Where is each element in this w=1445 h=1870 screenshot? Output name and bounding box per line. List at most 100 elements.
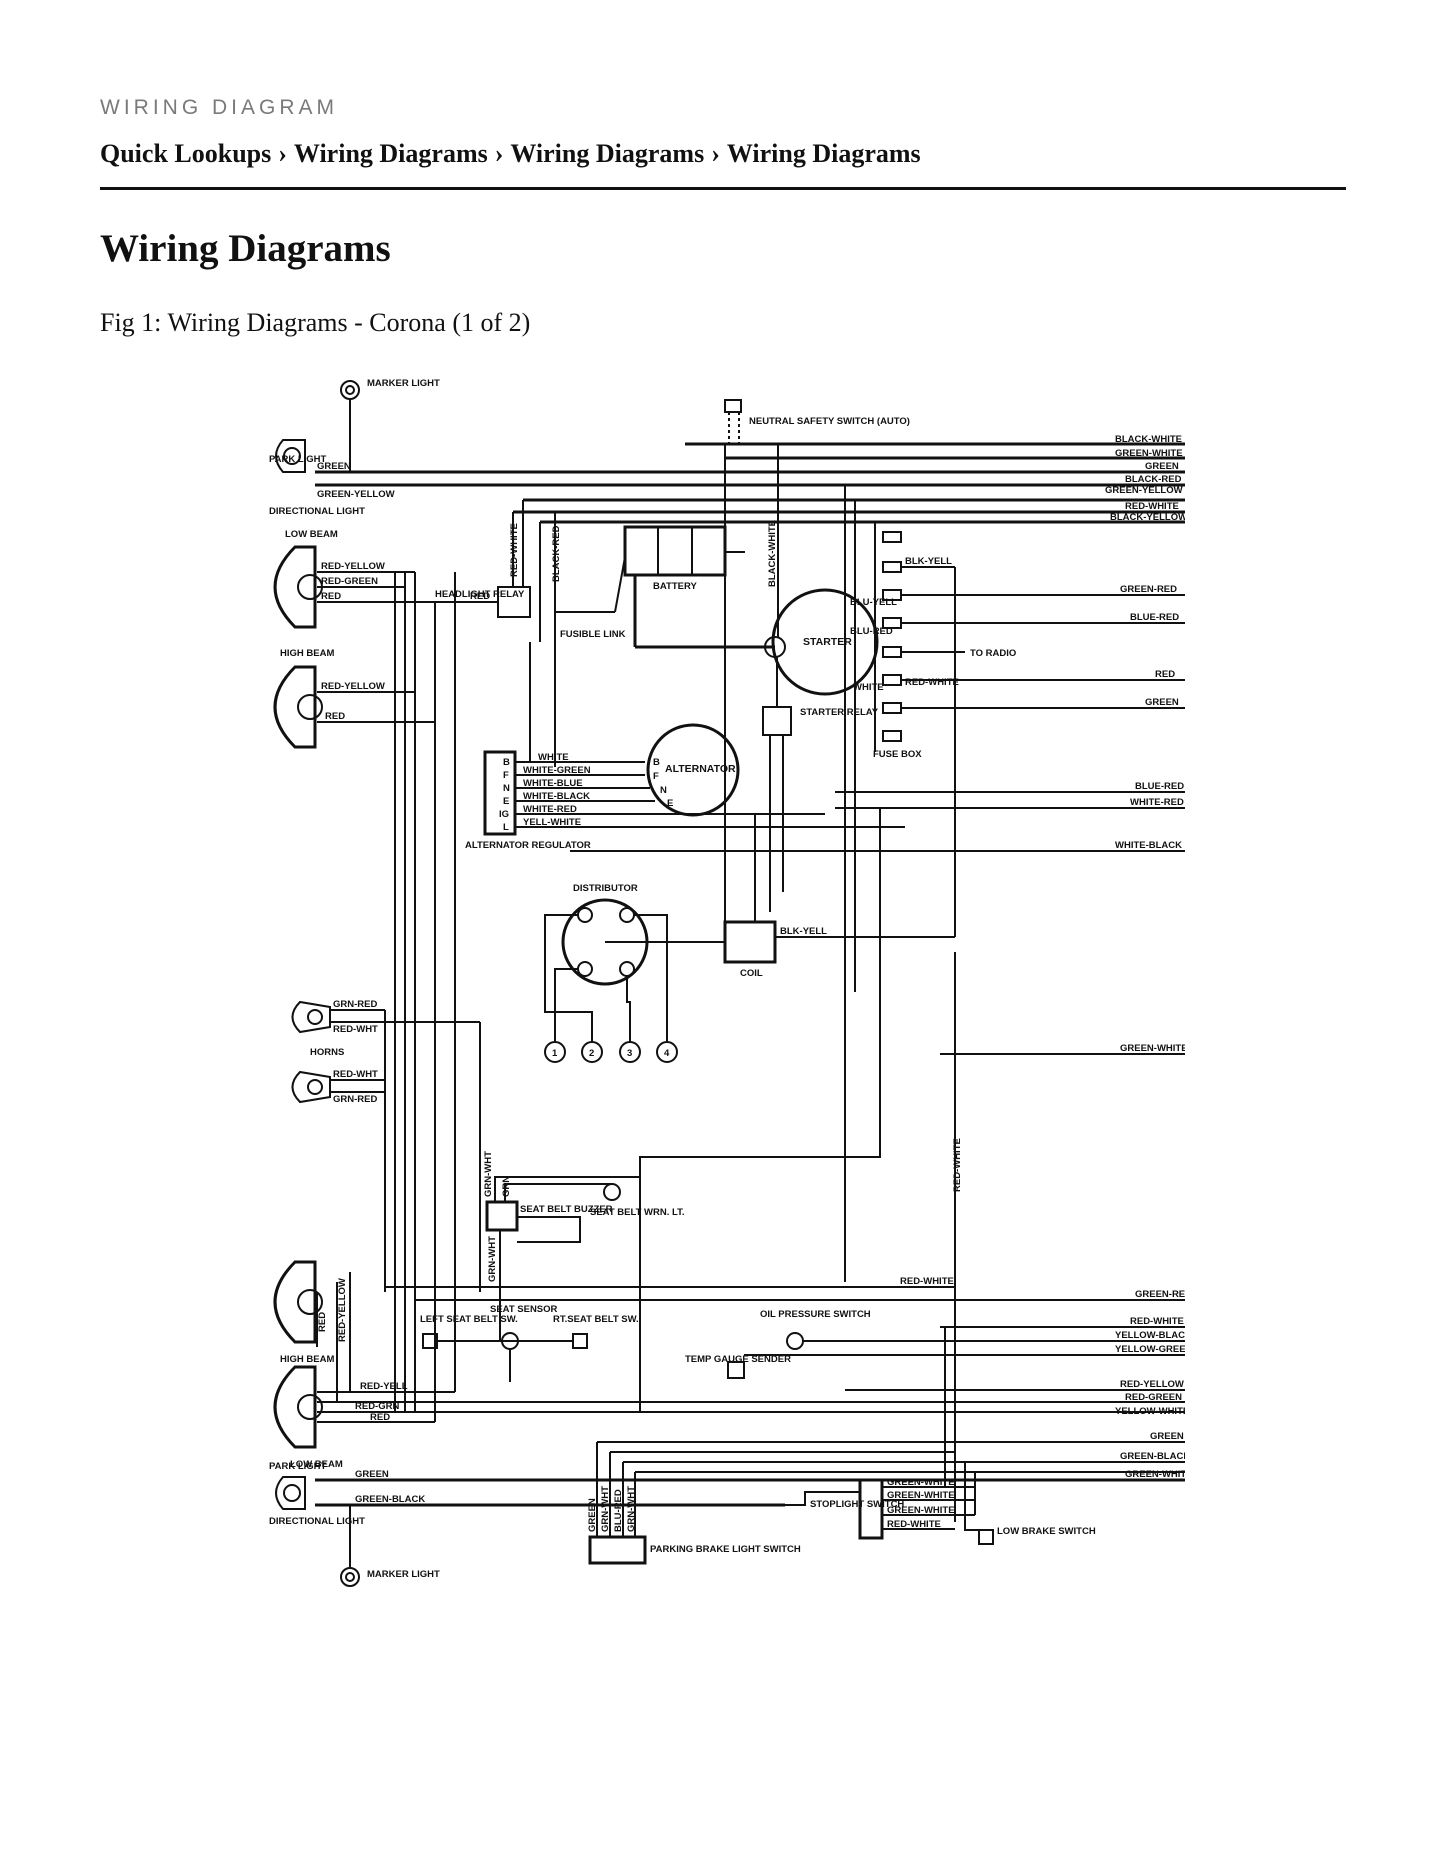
wire-coil-blk-yell: BLK-YELL [780,926,827,937]
fuse-wire-blu-red: BLU-RED [850,626,893,637]
reg-terminal-b: B [503,757,510,768]
breadcrumb-wiring-diagrams-1[interactable]: Wiring Diagrams [293,139,488,168]
to-radio-label: TO RADIO [970,648,1016,659]
wire-low-bottom-red-grn: RED-GRN [355,1401,399,1412]
right-wire-bottom-5: RED-YELLOW [1120,1379,1184,1390]
wire-park-top-green-yellow: GREEN-YELLOW [317,489,395,500]
parking-brake-light-switch: PARKING BRAKE LIGHT SWITCH [588,1535,801,1565]
right-wire-top-2: GREEN-WHITE [1115,448,1183,459]
wire-buzzer-grn-wht: GRN-WHT [483,1151,494,1197]
park-light-top: PARK LIGHT DIRECTIONAL LIGHT [269,439,365,517]
high-beam-top-label: HIGH BEAM [280,648,334,659]
fuse-wire-blk-yell: BLK-YELL [905,556,952,567]
starter-relay: STARTER RELAY [762,706,879,736]
left-seat-belt-sw-label: LEFT SEAT BELT SW. [420,1314,518,1325]
fuse-wire-red: RED [1155,669,1175,680]
page-title: Wiring Diagrams [100,227,391,270]
header-kicker: WIRING DIAGRAM [100,96,338,119]
rt-seat-belt-sw-label: RT.SEAT BELT SW. [553,1314,639,1325]
rt-seat-belt-switch: RT.SEAT BELT SW. [553,1314,639,1349]
wire-reg-white-green: WHITE-GREEN [523,765,591,776]
battery-label: BATTERY [653,581,697,592]
wire-high-top-red-yellow: RED-YELLOW [321,681,385,692]
marker-light-bottom-label: MARKER LIGHT [367,1569,440,1580]
wire-stop-green-white-1: GREEN-WHITE [887,1477,955,1488]
alternator-regulator-label: ALTERNATOR REGULATOR [465,840,591,851]
wire-red-white-vertical: RED-WHITE [952,1138,963,1192]
temp-gauge-sender: TEMP GAUGE SENDER [685,1354,791,1379]
neutral-safety-switch: NEUTRAL SAFETY SWITCH (AUTO) [724,399,910,444]
right-wire-mid-3: WHITE-BLACK [1115,840,1182,851]
reg-terminal-l: L [503,822,509,833]
right-wire-bottom-1: GREEN-RED [1135,1289,1185,1300]
park-light-bottom-label: PARK LIGHT [269,1461,327,1472]
wire-black-white: BLACK-WHITE [767,520,778,587]
starter-relay-label: STARTER RELAY [800,707,879,718]
wire-pb-green: GREEN [587,1498,598,1532]
coil: COIL [723,920,777,979]
right-wire-mid-4: GREEN-WHITE [1120,1043,1185,1054]
breadcrumb-quick-lookups[interactable]: Quick Lookups [100,139,272,168]
directional-light-bottom-label: DIRECTIONAL LIGHT [269,1516,365,1527]
alt-terminal-b: B [653,757,660,768]
wire-horn-red-wht-2: RED-WHT [333,1069,378,1080]
low-brake-switch-label: LOW BRAKE SWITCH [997,1526,1096,1537]
oil-pressure-switch: OIL PRESSURE SWITCH [760,1309,871,1350]
wire-high-bottom-red-yellow: RED-YELLOW [337,1278,348,1342]
right-wire-top-7: BLACK-YELLOW [1110,512,1185,523]
breadcrumb-wiring-diagrams-3[interactable]: Wiring Diagrams [726,139,921,168]
breadcrumb-separator: › [494,139,504,168]
wire-low-top-red-yellow: RED-YELLOW [321,561,385,572]
wire-buzzer-grn-wht-2: GRN-WHT [487,1236,498,1282]
right-wire-bottom-4: YELLOW-GREEN [1115,1344,1185,1355]
distributor: DISTRIBUTOR 1 2 3 4 [544,883,678,1063]
fuse-wire-white: WHITE [853,682,884,693]
headlight-relay-label: HEADLIGHT RELAY [435,589,525,600]
low-beam-top-label: LOW BEAM [285,529,338,540]
park-light-top-label: PARK LIGHT [269,454,327,465]
wire-buzzer-grn: GRN [501,1176,512,1197]
fuse-wire-blue-red: BLUE-RED [1130,612,1179,623]
right-wire-bottom-6: RED-GREEN [1125,1392,1182,1403]
seat-belt-wrn-lt-label: SEAT BELT WRN. LT. [590,1207,684,1218]
plug-4: 4 [664,1048,670,1059]
wire-high-bottom-red: RED [317,1312,328,1332]
right-wire-mid-1: BLUE-RED [1135,781,1184,792]
wire-reg-white-red: WHITE-RED [523,804,577,815]
breadcrumb-separator: › [278,139,287,168]
fuse-box-label: FUSE BOX [873,749,922,760]
wire-low-top-red: RED [321,591,341,602]
high-beam-bottom-label: HIGH BEAM [280,1354,334,1365]
right-wire-top-3: GREEN [1145,461,1179,472]
breadcrumb-wiring-diagrams-2[interactable]: Wiring Diagrams [510,139,705,168]
reg-terminal-f: F [503,770,509,781]
wire-horn-red-wht-1: RED-WHT [333,1024,378,1035]
fuse-wire-green: GREEN [1145,697,1179,708]
wire-park-bottom-green: GREEN [355,1469,389,1480]
right-wire-bottom-7: YELLOW-WHITE [1115,1406,1185,1417]
fusible-link-label: FUSIBLE LINK [560,629,626,640]
seat-belt-buzzer: SEAT BELT BUZZER SEAT BELT WRN. LT. [485,1183,684,1232]
battery: BATTERY [623,525,727,592]
breadcrumb: Quick Lookups›Wiring Diagrams›Wiring Dia… [100,139,921,169]
distributor-label: DISTRIBUTOR [573,883,638,894]
wire-reg-white-black: WHITE-BLACK [523,791,590,802]
fuse-wire-red-white: RED-WHITE [905,677,959,688]
reg-terminal-e: E [503,796,509,807]
directional-light-top-label: DIRECTIONAL LIGHT [269,506,365,517]
wire-low-top-red-green: RED-GREEN [321,576,378,587]
horns-label: HORNS [310,1047,344,1058]
alt-terminal-n: N [660,785,667,796]
right-wire-top-4: BLACK-RED [1125,474,1182,485]
right-wire-bottom-3: YELLOW-BLACK [1115,1330,1185,1341]
oil-pressure-switch-label: OIL PRESSURE SWITCH [760,1309,871,1320]
parking-brake-label: PARKING BRAKE LIGHT SWITCH [650,1544,801,1555]
right-edge-wires-top: BLACK-WHITE GREEN-WHITE GREEN BLACK-RED … [1105,434,1185,523]
fusible-link: FUSIBLE LINK [560,629,626,640]
reg-terminal-ig: IG [499,809,509,820]
alt-terminal-e: E [667,798,673,809]
neutral-safety-switch-label: NEUTRAL SAFETY SWITCH (AUTO) [749,416,910,427]
right-wire-mid-2: WHITE-RED [1130,797,1184,808]
wire-horn-grn-red-2: GRN-RED [333,1094,377,1105]
wire-stop-red-white: RED-WHITE [887,1519,941,1530]
